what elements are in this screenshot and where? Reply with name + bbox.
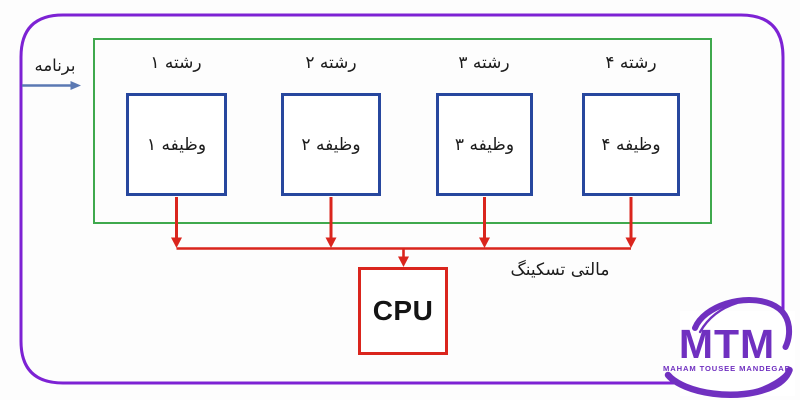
- logo-caption: MAHAM TOUSEE MANDEGAR: [663, 364, 791, 373]
- mtm-logo: MTM MAHAM TOUSEE MANDEGAR: [663, 297, 795, 398]
- thread-2-label: رشته ۲: [305, 53, 357, 73]
- thread-1-label: رشته ۱: [150, 53, 202, 73]
- cpu-label: CPU: [372, 295, 434, 326]
- task-3-label: وظیفه ۳: [454, 134, 515, 155]
- task-1-label: وظیفه ۱: [146, 134, 207, 155]
- task-4-label: وظیفه ۴: [601, 134, 661, 155]
- cpu-box: CPU: [358, 267, 448, 355]
- logo-swoosh-icon: [664, 297, 793, 398]
- task-2-box: وظیفه ۲: [281, 93, 381, 196]
- thread-4-label: رشته ۴: [605, 53, 657, 73]
- task-3-box: وظیفه ۳: [436, 93, 533, 196]
- task-1-box: وظیفه ۱: [126, 93, 227, 196]
- task-4-box: وظیفه ۴: [582, 93, 680, 196]
- program-label: برنامه: [34, 56, 76, 75]
- program-entry-arrow-icon: [22, 81, 81, 90]
- cpu-arrow-icon: [398, 249, 409, 267]
- thread-3-label: رشته ۳: [458, 53, 510, 73]
- task-2-label: وظیفه ۲: [301, 134, 361, 155]
- program-box: [93, 38, 712, 224]
- multitasking-label: مالتی تسکینگ: [510, 260, 610, 280]
- logo-text: MTM: [679, 321, 775, 367]
